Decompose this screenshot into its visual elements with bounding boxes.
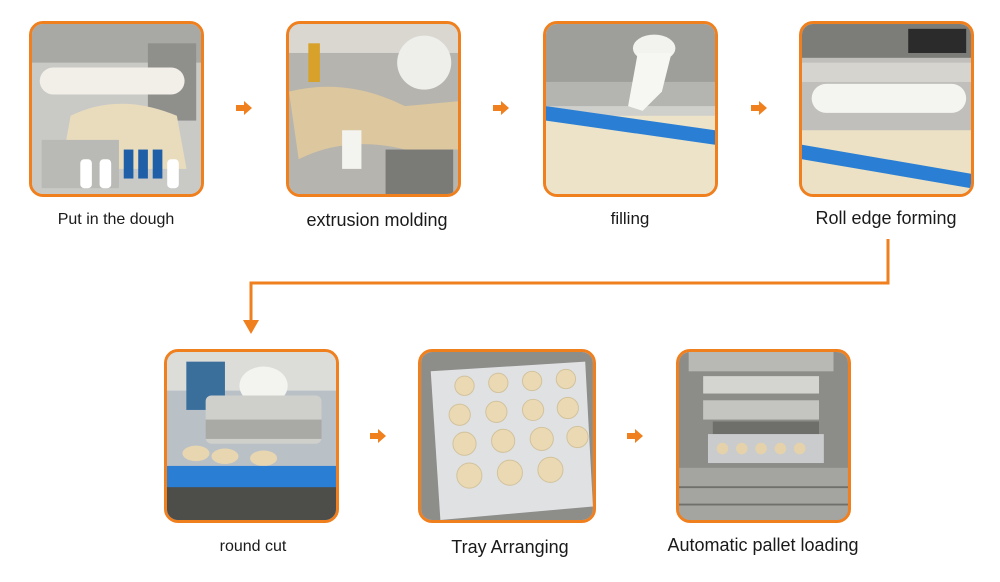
step-2-label: extrusion molding — [306, 210, 448, 230]
tray-arranging-image — [421, 352, 593, 520]
arrow-right-icon — [370, 429, 386, 443]
step-5-photo — [164, 349, 339, 523]
step-1-label: Put in the dough — [57, 211, 175, 228]
arrow-right-icon — [627, 429, 643, 443]
step-3-photo — [543, 21, 718, 197]
step-2-photo — [286, 21, 461, 197]
step-1-photo — [29, 21, 204, 197]
step-4-photo — [799, 21, 974, 197]
step-5-label: round cut — [219, 538, 287, 555]
step-3-label: filling — [610, 209, 650, 228]
dough-feeding-image — [32, 24, 201, 194]
arrow-right-icon — [236, 101, 252, 115]
step-6-label: Tray Arranging — [451, 537, 569, 557]
step-7-label: Automatic pallet loading — [667, 535, 859, 555]
round-cut-image — [167, 352, 336, 520]
step-7-photo — [676, 349, 851, 523]
pallet-loading-image — [679, 352, 848, 520]
arrow-right-icon — [493, 101, 509, 115]
extrusion-image — [289, 24, 458, 194]
arrow-right-icon — [751, 101, 767, 115]
filling-image — [546, 24, 715, 194]
step-6-photo — [418, 349, 596, 523]
roll-edge-image — [802, 24, 971, 194]
step-4-label: Roll edge forming — [815, 208, 957, 228]
